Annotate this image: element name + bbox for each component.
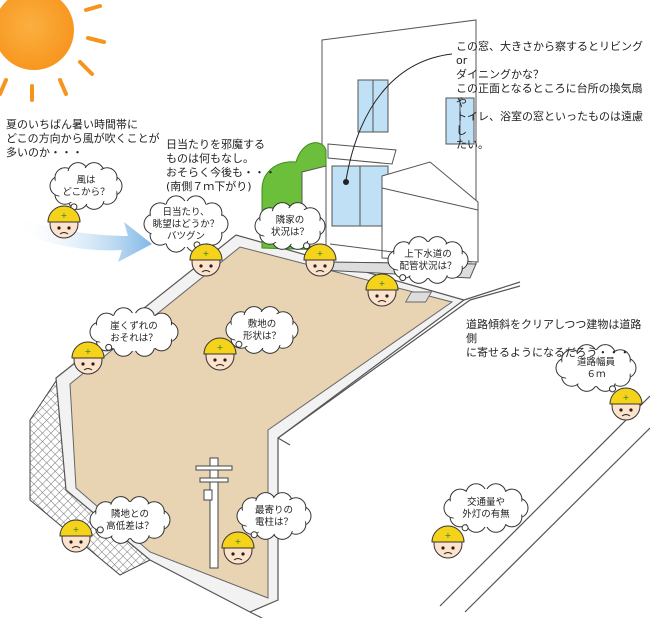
worker-face-icon: +: [303, 243, 337, 277]
bubble-text: 崖くずれの: [110, 321, 158, 332]
worker-face-icon: +: [221, 531, 255, 565]
bubble-text: 状況は？: [271, 226, 309, 238]
bubble-text: 日当たり、: [162, 206, 209, 218]
bubble-text: 敷地の: [248, 318, 277, 330]
worker-face-icon: +: [59, 519, 93, 553]
worker-face-icon: +: [365, 273, 399, 307]
bubble-tail: [96, 526, 104, 534]
bubble-tail: [303, 242, 310, 250]
bubble-text: 道路幅員: [577, 356, 616, 368]
bubble-text: 隣家の: [276, 214, 305, 226]
bubble-tail: [461, 524, 469, 532]
svg-text:+: +: [73, 525, 80, 534]
thought-bubble: [254, 202, 326, 250]
svg-text:+: +: [235, 537, 242, 546]
bubble-tail: [235, 340, 243, 348]
bubble-text: 高低差は？: [106, 520, 154, 532]
bubble-text: どこから？: [62, 187, 109, 198]
bubble-tail: [250, 531, 258, 539]
bubble-text: 電柱は？: [255, 516, 293, 528]
worker-face-icon: +: [71, 341, 105, 375]
worker-face-icon: +: [189, 243, 223, 277]
thought-bubble: [443, 483, 529, 533]
note-wind: 夏のいちばん暑い時間帯に どこの方向から風が吹くことが 多いのか・・・: [6, 118, 160, 159]
bubble-tail: [105, 343, 113, 351]
note-window: この窓、大きさから察するとリビングor ダイニングかな？ この正面となるところに…: [456, 40, 643, 151]
bubble-text: ６ｍ: [586, 369, 605, 380]
pointer-line: [345, 53, 453, 181]
bubble-text: 眺望はどうか？: [153, 218, 220, 230]
svg-text:+: +: [217, 343, 224, 352]
thought-bubble: [49, 162, 123, 210]
bubble-text: おそれは？: [110, 333, 158, 344]
svg-text:+: +: [203, 249, 210, 258]
bubble-text: 隣地との: [111, 508, 149, 520]
worker-face-icon: +: [203, 337, 237, 371]
svg-text:+: +: [85, 347, 92, 356]
worker-face-icon: +: [431, 525, 465, 559]
bubble-sunlight: 日当たり、眺望はどうか？バツグン +: [143, 195, 229, 277]
sun-icon: [0, 0, 106, 102]
bubble-text: 最寄りの: [255, 504, 293, 516]
svg-text:+: +: [379, 279, 386, 288]
bubble-text: 外灯の有無: [462, 508, 510, 520]
bubble-text: 形状は？: [243, 330, 281, 342]
bubble-text: 配管状況は？: [399, 260, 456, 272]
svg-text:+: +: [317, 249, 324, 258]
thought-bubble: [555, 344, 637, 392]
svg-text:+: +: [445, 531, 452, 540]
note-sunlight: 日当たりを邪魔する ものは何もなし。 おそらく今後も・・・ (南側７ｍ下がり): [166, 138, 276, 193]
thought-bubble: [387, 236, 469, 284]
worker-face-icon: +: [47, 205, 81, 239]
thought-bubble: [89, 496, 171, 544]
utility-pole-icon: [195, 457, 233, 569]
road-lines: [249, 281, 650, 618]
thought-bubble: [236, 492, 312, 540]
wind-arrow-icon: [20, 218, 152, 262]
bubble-text: 上下水道の: [404, 248, 452, 260]
bubble-tail: [399, 274, 407, 282]
note-road: 道路傾斜をクリアしつつ建物は道路側 に寄せるようになるだろう・・・: [466, 318, 642, 359]
bubble-text: 風は: [76, 175, 96, 186]
thought-bubble: [89, 307, 179, 357]
bubble-tail: [609, 385, 616, 393]
worker-face-icon: +: [609, 387, 643, 421]
bubble-text: 交通量や: [467, 496, 505, 508]
svg-text:+: +: [623, 393, 630, 402]
svg-text:+: +: [61, 211, 68, 220]
bubble-text: バツグン: [167, 230, 205, 242]
